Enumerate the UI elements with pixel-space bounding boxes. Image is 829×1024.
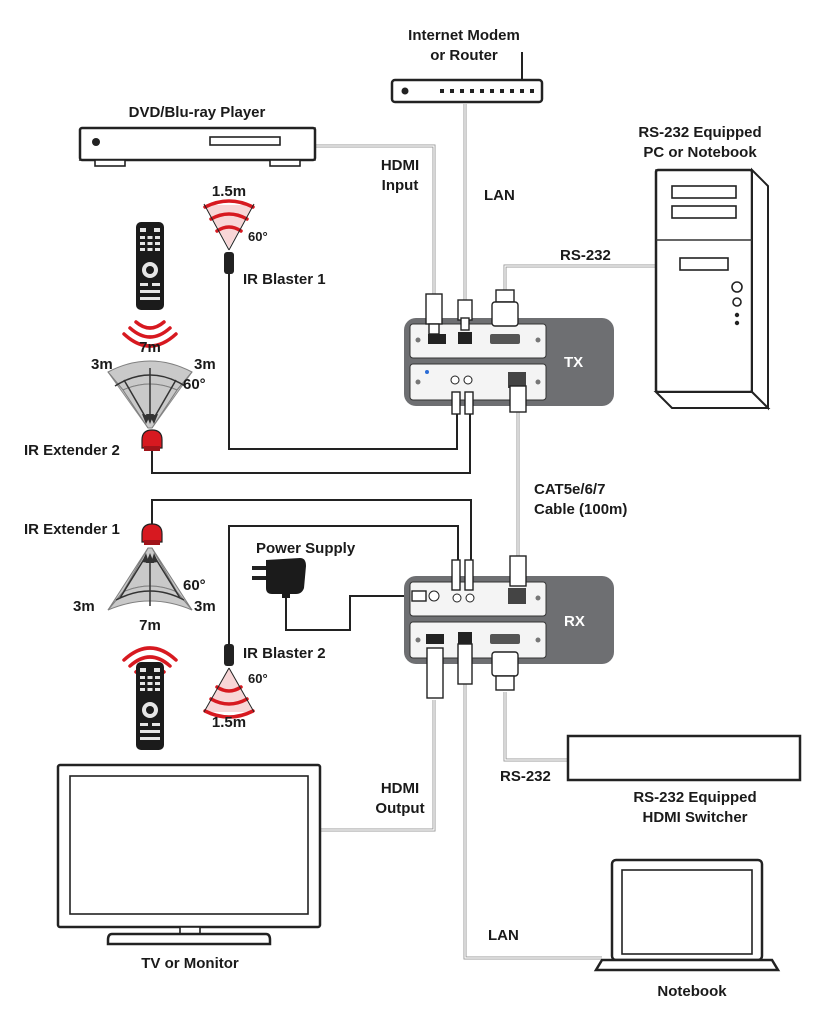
lan-cable-bottom [463, 684, 602, 960]
ext2-left-range: 3m [91, 356, 113, 373]
ir-blaster1-cable [228, 272, 458, 450]
tx-unit [404, 318, 614, 406]
modem-label-line1: Internet Modem [408, 27, 520, 44]
ir-extender2-sensor [141, 429, 163, 451]
rs232-top-label: RS-232 [560, 247, 611, 264]
remote-signal-top [134, 320, 166, 330]
switcher-label-line2: HDMI Switcher [642, 809, 747, 826]
pc-tower [653, 167, 771, 411]
rx-plugs [411, 555, 527, 699]
tx-plugs [425, 289, 527, 415]
power-adapter [252, 558, 306, 598]
tx-label: TX [564, 354, 583, 371]
hdmi-output-label-line2: Output [375, 800, 424, 817]
ir-extender1-fan [107, 547, 193, 611]
blaster2-angle: 60° [248, 671, 268, 686]
power-cable [285, 588, 420, 631]
pc-label-line2: PC or Notebook [643, 144, 757, 161]
notebook-label: Notebook [657, 983, 727, 1000]
ir-blaster2-label: IR Blaster 2 [243, 645, 326, 662]
tv-label: TV or Monitor [141, 955, 239, 972]
blaster2-range: 1.5m [212, 714, 246, 731]
hdmi-input-label-line1: HDMI [381, 157, 419, 174]
ir-extender2-cable [151, 410, 471, 474]
rx-label: RX [564, 613, 585, 630]
cat-cable-label-line1: CAT5e/6/7 [534, 481, 605, 498]
ir-blaster2 [203, 644, 255, 719]
dvd-player [78, 126, 317, 167]
hdmi-input-label-line2: Input [382, 177, 419, 194]
lan-bottom-label: LAN [488, 927, 519, 944]
ext2-angle: 60° [183, 376, 206, 393]
cat-cable-label-line2: Cable (100m) [534, 501, 627, 518]
ext1-mid-range: 7m [139, 617, 161, 634]
ir-extender2-label: IR Extender 2 [24, 442, 120, 459]
rs232-cable-top [503, 264, 656, 292]
ir-extender1-cable [151, 499, 472, 566]
blaster1-angle: 60° [248, 229, 268, 244]
ir-extender2-fan [107, 360, 193, 429]
ext2-mid-range: 7m [139, 339, 161, 356]
ir-blaster1 [203, 199, 255, 274]
ir-blaster2-cable [228, 525, 459, 650]
rs232-bottom-label: RS-232 [500, 768, 551, 785]
power-supply-label: Power Supply [256, 540, 356, 557]
blaster1-range: 1.5m [212, 183, 246, 200]
ir-extender1-label: IR Extender 1 [24, 521, 120, 538]
switcher-label-line1: RS-232 Equipped [633, 789, 756, 806]
ir-blaster1-label: IR Blaster 1 [243, 271, 326, 288]
remote-control-top [136, 222, 164, 310]
notebook-laptop [593, 858, 781, 972]
dvd-label: DVD/Blu-ray Player [129, 104, 266, 121]
ext1-angle: 60° [183, 577, 206, 594]
ir-extender1-sensor [141, 523, 163, 545]
rs232-cable-bottom [503, 692, 568, 762]
hdmi-switcher [566, 734, 802, 782]
tv-monitor [56, 763, 322, 946]
rx-unit [404, 576, 614, 664]
ext1-right-range: 3m [194, 598, 216, 615]
hdmi-output-label-line1: HDMI [381, 780, 419, 797]
lan-top-label: LAN [484, 187, 515, 204]
ext2-right-range: 3m [194, 356, 216, 373]
remote-control-bottom [136, 662, 164, 750]
pc-label-line1: RS-232 Equipped [638, 124, 761, 141]
ext1-left-range: 3m [73, 598, 95, 615]
modem-router [390, 52, 544, 104]
modem-label-line2: or Router [430, 47, 498, 64]
